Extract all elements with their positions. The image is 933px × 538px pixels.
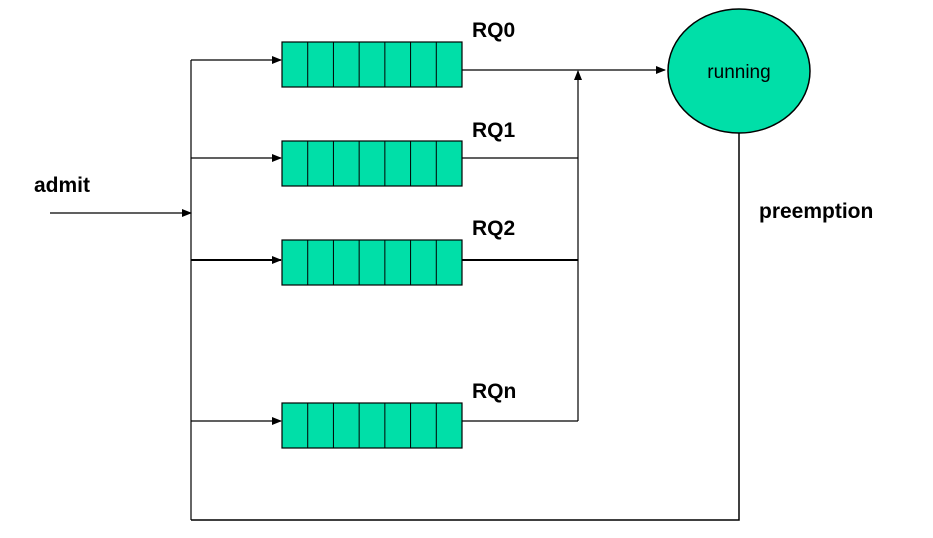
queue-body xyxy=(281,239,463,286)
admit-label: admit xyxy=(34,174,90,197)
queue-body xyxy=(281,41,463,88)
queue-body xyxy=(281,402,463,449)
queue-rq2 xyxy=(281,239,463,286)
preemption-feedback-line xyxy=(191,133,740,521)
queue-rqn xyxy=(281,402,463,449)
queue-label-rq0: RQ0 xyxy=(472,19,515,42)
queue-label-rq1: RQ1 xyxy=(472,119,516,142)
queue-label-rqn: RQn xyxy=(472,380,516,403)
queue-rq1 xyxy=(281,140,463,187)
queue-label-rq2: RQ2 xyxy=(472,217,515,240)
queue-rq0 xyxy=(281,41,463,88)
preemption-label: preemption xyxy=(759,200,873,223)
running-label: running xyxy=(707,62,770,83)
queue-body xyxy=(281,140,463,187)
